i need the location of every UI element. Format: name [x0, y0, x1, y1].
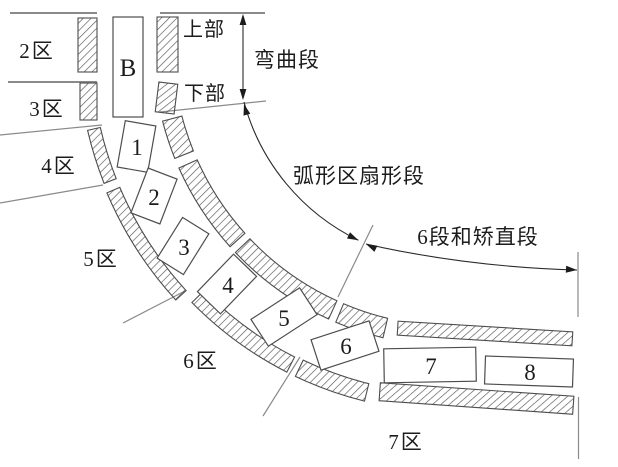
arc-section-dim-arc	[243, 101, 359, 241]
outer-rail-arc-piece-3	[234, 238, 338, 320]
outer-rail-straight-strip	[396, 320, 574, 347]
segment-3-label: 3	[178, 235, 190, 260]
zone-6-7-boundary-line	[262, 356, 301, 417]
arrowhead-bend-bottom-icon	[239, 89, 247, 100]
zone-6-label: 6区	[183, 349, 219, 373]
zone-4-5-boundary-line	[0, 184, 104, 204]
arrowhead-straight-start-icon	[366, 244, 378, 252]
segment-2-label: 2	[148, 185, 160, 210]
segment-5-box	[250, 286, 318, 348]
inner-rail-arc-piece-4	[294, 359, 370, 402]
segment-1-box	[116, 119, 157, 174]
inner-rail-straight-strip	[378, 382, 575, 415]
straight-section-dim-arc	[365, 243, 578, 271]
arrowhead-arc-end-icon	[347, 232, 359, 241]
inner-rail-piece-vertical-upper	[77, 17, 98, 73]
segment-4-label: 4	[222, 273, 234, 298]
outer-rail-piece-vertical-upper	[156, 16, 179, 73]
outer-rail-piece-vertical-lower	[154, 81, 179, 115]
segment-6-box	[310, 320, 380, 371]
arrowhead-arc-start-icon	[243, 104, 251, 116]
zone-boundary-lines	[0, 12, 580, 459]
segment-B-label: B	[120, 55, 137, 82]
bend-arc-tangent-line	[159, 100, 267, 113]
strand-segments	[112, 16, 575, 388]
segment-3-box	[156, 216, 210, 276]
upper-part-label: 上部	[183, 18, 225, 41]
lower-part-label: 下部	[184, 82, 226, 105]
inner-rail-piece-vertical-lower	[79, 82, 98, 121]
segment-2-box	[130, 167, 178, 225]
segment-B-box	[112, 16, 144, 118]
inner-rail-arc-piece-2	[106, 186, 187, 301]
oblique-tick-line	[337, 224, 374, 298]
straight-section-label: 6段和矫直段	[417, 225, 539, 249]
outer-rail-arc-piece-2	[178, 159, 246, 248]
dimension-annotations	[239, 14, 578, 273]
arc-section-label: 弧形区扇形段	[293, 164, 425, 188]
labels: 2区 3区 4区 5区 6区 7区 上部 下部 弯曲段 弧形区扇形段 6段和矫直…	[19, 18, 539, 454]
zone-2-label: 2区	[19, 39, 55, 63]
segment-7-label: 7	[425, 354, 437, 379]
arrowhead-straight-end-icon	[565, 265, 577, 273]
outer-roller-rail	[154, 16, 574, 347]
outer-rail-arc-piece-1	[161, 115, 195, 160]
inner-rail-arc-piece-1	[86, 126, 117, 185]
segment-7-box	[383, 346, 477, 384]
zone-4-label: 4区	[41, 154, 77, 178]
bend-section-label: 弯曲段	[254, 48, 320, 72]
segment-8-box	[483, 355, 575, 388]
zone-3-label: 3区	[29, 97, 65, 121]
segment-4-box	[196, 253, 258, 315]
segment-5-label: 5	[278, 306, 290, 331]
zone-3-4-boundary-line	[0, 124, 103, 136]
zone-7-label: 7区	[388, 430, 424, 454]
arrowhead-bend-top-icon	[239, 14, 247, 25]
segment-1-label: 1	[131, 135, 143, 160]
segment-8-label: 8	[524, 360, 536, 385]
zone-5-label: 5区	[83, 247, 119, 271]
segment-6-label: 6	[340, 334, 352, 359]
